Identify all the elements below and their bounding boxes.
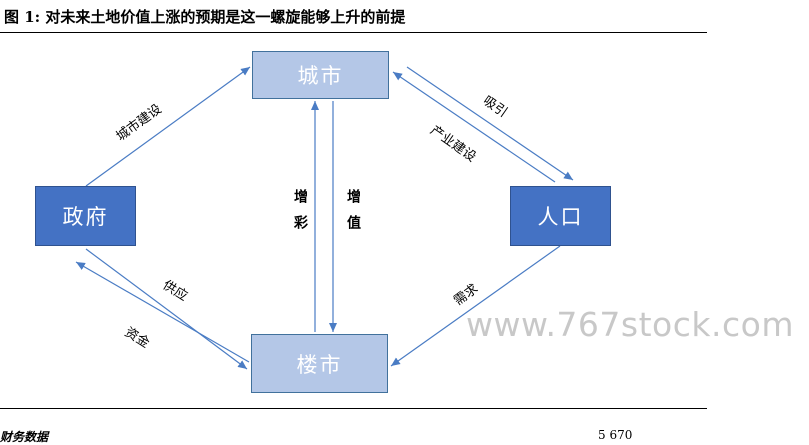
- node-population: 人口: [510, 186, 611, 246]
- node-housing-market: 楼市: [251, 334, 388, 393]
- label-gain: 增彩: [292, 189, 308, 241]
- figure-title: 图 1: 对未来土地价值上涨的预期是这一螺旋能够上升的前提: [4, 8, 406, 26]
- label-appreciation: 增值: [345, 189, 361, 241]
- footer-left-text: 财务数据: [0, 430, 49, 444]
- arrow-housing-to-gov: [75, 261, 250, 363]
- node-government: 政府: [35, 186, 136, 246]
- node-city: 城市: [252, 51, 389, 99]
- arrow-city-to-pop: [406, 66, 574, 181]
- watermark: www.767stock.com: [466, 305, 794, 344]
- arrow-pop-to-city: [392, 71, 556, 183]
- footer-page-number: 5 670: [598, 428, 633, 442]
- top-rule: [0, 32, 707, 33]
- bottom-rule: [0, 408, 707, 409]
- arrow-gov-to-city: [85, 66, 251, 187]
- arrow-pop-to-housing: [390, 245, 561, 367]
- arrow-gov-to-housing: [85, 248, 248, 370]
